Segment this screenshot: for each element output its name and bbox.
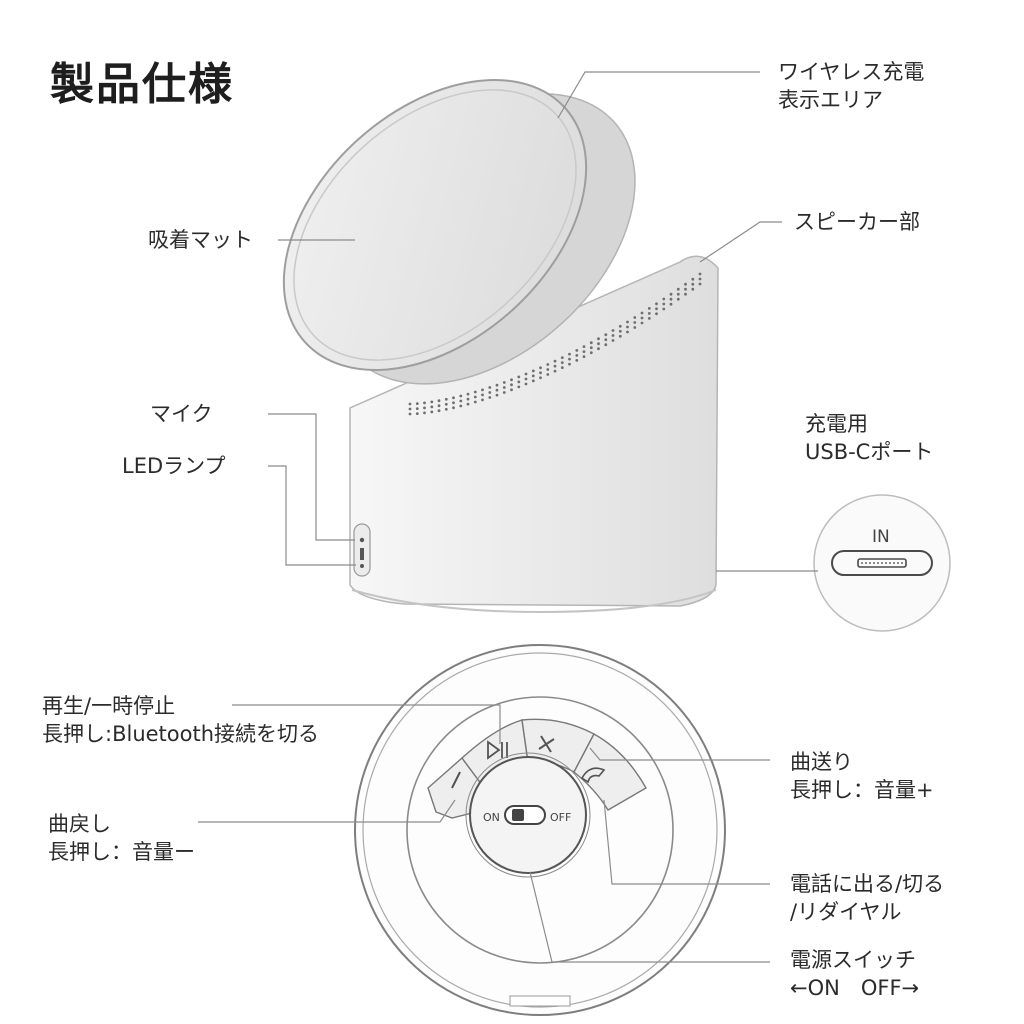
power-switch [504,805,546,825]
led-label: LEDランプ [122,454,226,478]
port-in-label: IN [872,527,890,547]
switch-off-label: OFF [550,811,571,824]
base-cylinder [349,255,719,607]
usb-port-label: 充電用 USB-Cポート [805,412,934,464]
usb-c-port-zoom [813,494,951,632]
device-side-view [282,79,719,614]
led-lamp [360,548,364,560]
leader-lines [198,71,818,963]
play-pause-label: 再生/一時停止 長押し:Bluetooth接続を切る [42,694,320,746]
power-switch-label: 電源スイッチ ←ON OFF→ [790,948,920,1000]
speaker-grille [408,272,702,416]
switch-on-label: ON [483,811,500,824]
wireless-mat-head [282,79,636,385]
mic-hole [359,537,365,543]
next-track-label: 曲送り 長押し：音量+ [790,750,934,802]
call-label: 電話に出る/切る /リダイヤル [790,872,945,924]
wireless-area-label: ワイヤレス充電 表示エリア [778,60,925,112]
page-title: 製品仕様 [50,59,234,110]
base-bottom-rim [351,589,717,614]
mic-label: マイク [150,402,213,426]
mat-label: 吸着マット [148,228,253,252]
speaker-label: スピーカー部 [794,210,920,234]
device-bottom-view [354,644,726,1016]
call-button [573,733,647,811]
prev-track-label: 曲戻し 長押し：音量ー [48,812,195,864]
